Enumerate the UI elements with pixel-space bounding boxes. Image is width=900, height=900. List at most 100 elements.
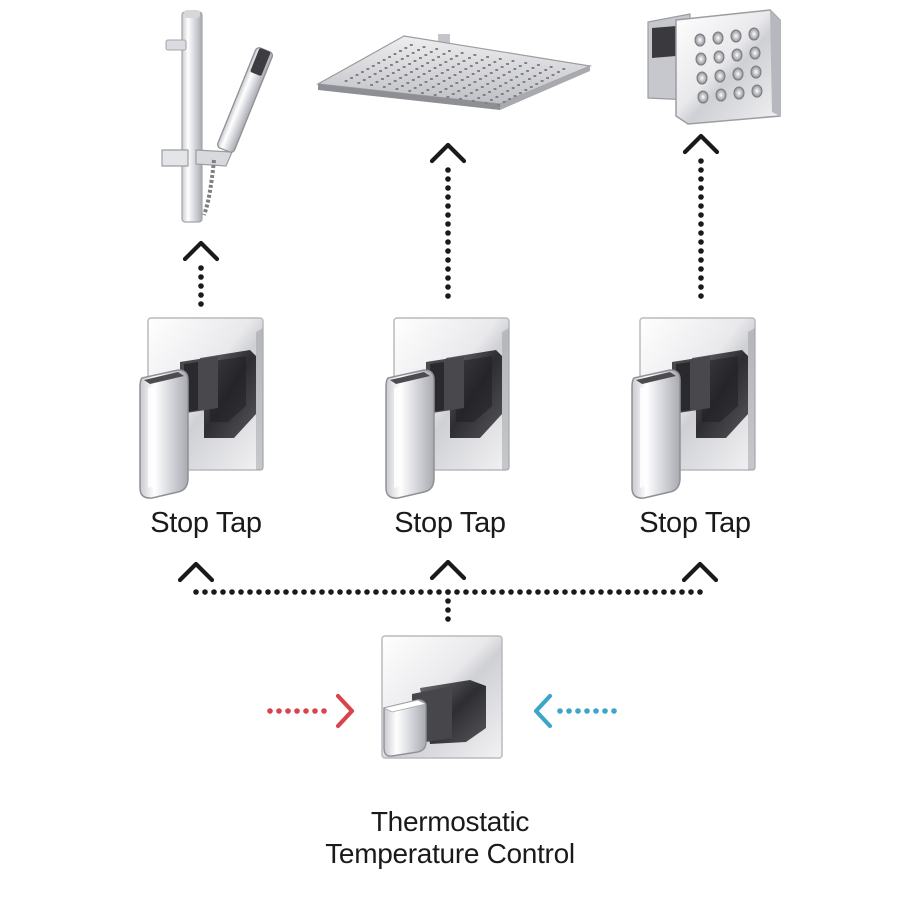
nozzle — [462, 87, 466, 89]
connector-dot — [312, 708, 318, 714]
nozzle — [355, 74, 359, 76]
connector-dot — [698, 266, 704, 272]
nozzle — [411, 52, 415, 54]
connector-dot — [211, 589, 217, 595]
nozzle — [522, 81, 526, 83]
nozzle — [384, 67, 388, 69]
nozzle — [395, 61, 399, 63]
nozzle — [509, 79, 513, 81]
nozzle — [362, 79, 366, 81]
nozzle — [486, 83, 490, 85]
nozzle — [546, 77, 549, 79]
connector-dot — [445, 221, 451, 227]
nozzle — [377, 62, 381, 64]
connector-dot — [364, 589, 370, 595]
thermostatic-label-line2: Temperature Control — [325, 838, 575, 869]
jet-hole — [751, 84, 763, 98]
nozzle — [451, 66, 455, 68]
connector-dot — [294, 708, 300, 714]
connector-dot — [697, 589, 703, 595]
nozzle — [479, 78, 482, 80]
connector-dot — [625, 589, 631, 595]
connector-dot — [688, 589, 694, 595]
nozzle — [469, 65, 473, 67]
body-jet-holes — [694, 27, 763, 104]
connector-dot — [337, 589, 343, 595]
nozzle — [419, 84, 422, 86]
connector-dot — [445, 230, 451, 236]
nozzle — [437, 56, 440, 58]
nozzle — [513, 68, 517, 70]
nozzle — [462, 60, 466, 62]
nozzle — [535, 83, 539, 85]
nozzle — [477, 97, 481, 99]
connector-dot — [445, 248, 451, 254]
nozzle — [526, 70, 529, 72]
connector-dot — [418, 589, 424, 595]
nozzle — [475, 89, 479, 91]
connector-dot — [301, 589, 307, 595]
nozzle — [497, 104, 501, 106]
nozzle — [519, 92, 522, 94]
jet-hole — [749, 46, 761, 60]
stop-tap-2-label: Stop Tap — [394, 507, 506, 539]
thermostatic-control-icon — [381, 635, 503, 759]
connector-dot — [283, 589, 289, 595]
nozzle — [464, 68, 468, 70]
connector-dot — [481, 589, 487, 595]
nozzle — [562, 68, 566, 70]
connector-dot — [409, 589, 415, 595]
connector-dot — [589, 589, 595, 595]
connector-dot — [445, 589, 451, 595]
nozzle — [466, 76, 470, 78]
nozzle — [455, 82, 459, 84]
nozzle — [415, 68, 419, 70]
body-jet-icon — [647, 9, 781, 125]
connector-dot — [611, 708, 617, 714]
nozzle — [460, 79, 464, 81]
thermostatic-label-line1: Thermostatic — [370, 806, 530, 837]
connector-dot — [220, 589, 226, 595]
nozzle — [424, 54, 428, 56]
nozzle — [381, 78, 384, 80]
nozzle — [388, 56, 391, 58]
nozzle — [493, 88, 497, 90]
nozzle — [350, 77, 353, 79]
nozzle — [533, 75, 537, 77]
nozzle — [473, 54, 477, 56]
connector-dot — [445, 598, 451, 604]
jet-hole — [714, 69, 726, 83]
nozzle — [435, 75, 439, 77]
nozzle — [557, 71, 560, 73]
connector-dot — [571, 589, 577, 595]
connector-dot — [580, 589, 586, 595]
connector-dot — [698, 293, 704, 299]
nozzle — [449, 58, 453, 60]
nozzle — [391, 72, 395, 74]
connector-dot — [517, 589, 523, 595]
connector-dot — [652, 589, 658, 595]
connector-dot — [698, 158, 704, 164]
nozzle — [401, 85, 404, 87]
connector-dot — [616, 589, 622, 595]
nozzle — [460, 52, 464, 54]
connector-dot — [544, 589, 550, 595]
stop-tap-3-icon — [631, 317, 756, 499]
nozzle — [400, 58, 404, 60]
connector-dot — [643, 589, 649, 595]
jet-hole — [713, 50, 725, 64]
connector-dot — [202, 589, 208, 595]
connector-dot — [193, 589, 199, 595]
connector-dot — [598, 589, 604, 595]
connector-dot — [634, 589, 640, 595]
nozzle — [480, 59, 484, 61]
connector-dot — [427, 589, 433, 595]
connector-dot — [238, 589, 244, 595]
connector-dot — [382, 589, 388, 595]
nozzle — [482, 94, 486, 96]
connector-dot — [490, 589, 496, 595]
nozzle — [420, 65, 424, 67]
jet-hole — [748, 27, 760, 41]
stop-tap-2-icon — [385, 317, 510, 499]
jet-hole — [715, 88, 727, 102]
